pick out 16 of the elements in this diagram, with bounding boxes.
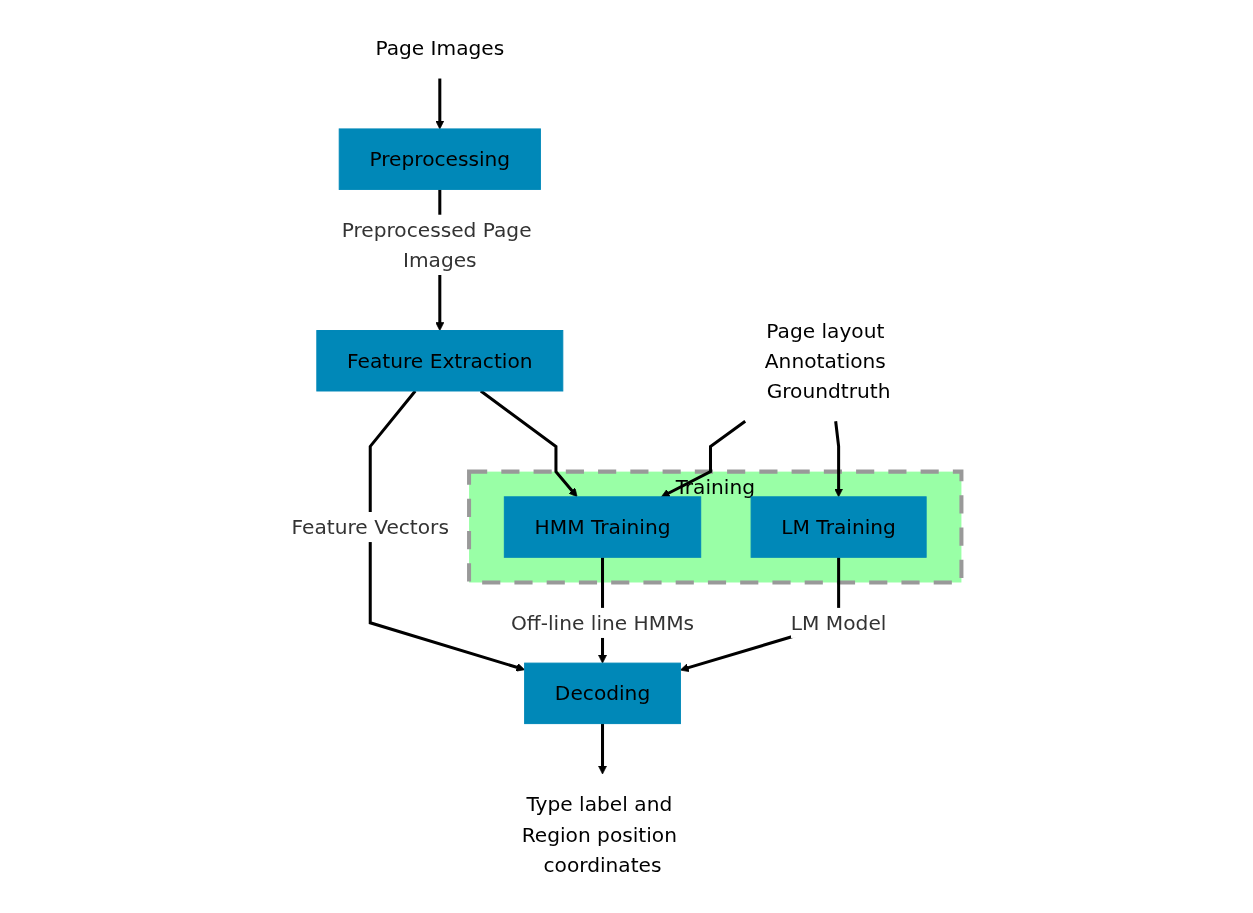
node-text: Page layout Annotations Groundtruth — [764, 318, 891, 404]
arrow — [834, 421, 844, 498]
node-box: Decoding — [524, 662, 681, 725]
edge-label: Preprocessed Page Images — [341, 217, 532, 273]
edge-label: Off-line line HMMs — [510, 610, 695, 635]
edge-label: LM Model — [790, 610, 887, 635]
node-box: HMM Training — [503, 496, 702, 558]
arrow — [435, 78, 445, 130]
arrow — [479, 389, 578, 498]
node-text: Type label and Region position coordinates — [521, 792, 677, 877]
edge-label: Feature Vectors — [291, 514, 449, 540]
node-box: Feature Extraction — [316, 330, 564, 392]
node-text: Page Images — [375, 36, 505, 61]
arrow — [661, 420, 747, 498]
arrow — [598, 723, 607, 775]
node-box: Preprocessing — [338, 128, 541, 190]
